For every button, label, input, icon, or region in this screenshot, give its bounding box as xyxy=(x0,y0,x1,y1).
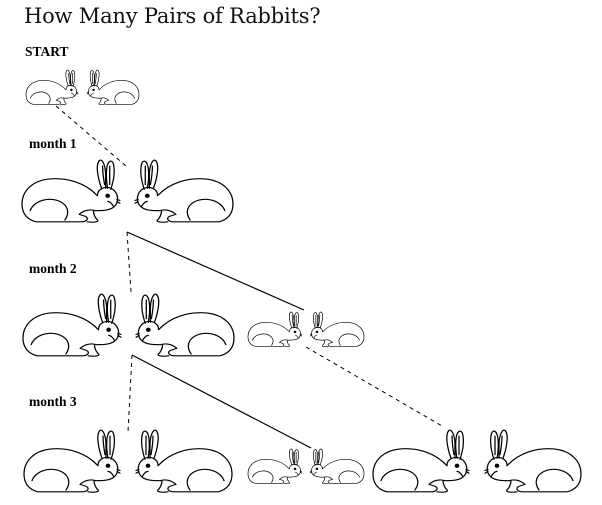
rabbit-icon xyxy=(247,448,303,485)
stage-label-month-3: month 3 xyxy=(29,394,77,409)
connector-month2-to-month3-grown xyxy=(305,346,443,427)
rabbit-icon xyxy=(247,311,303,348)
rabbit-icon xyxy=(23,429,121,493)
connector-month2-to-month3-same xyxy=(127,354,133,433)
rabbit-pair-start xyxy=(25,69,140,106)
rabbit-icon xyxy=(309,311,365,348)
rabbit-icon xyxy=(372,429,470,493)
rabbit-icon xyxy=(134,159,234,223)
rabbit-icon xyxy=(135,429,233,493)
rabbit-icon xyxy=(135,293,235,357)
stage-label-month-2: month 2 xyxy=(29,261,77,276)
connector-month1-to-month2-new xyxy=(126,231,305,311)
rabbit-icon xyxy=(25,69,79,106)
rabbit-icon xyxy=(309,448,365,485)
rabbit-icon xyxy=(86,69,140,106)
rabbit-pair-month2-young xyxy=(247,311,365,348)
stage-label-start: START xyxy=(25,44,69,59)
connector-month2-to-month3-new xyxy=(131,354,312,449)
connector-start-to-month1 xyxy=(55,105,127,167)
rabbit-icon xyxy=(22,293,122,357)
rabbit-pair-month3-adult-a xyxy=(23,429,233,493)
rabbit-pair-month2-adult xyxy=(22,293,235,357)
connector-month1-to-month2-same xyxy=(126,231,132,293)
rabbit-pair-month1 xyxy=(21,159,234,223)
rabbit-pair-month3-young xyxy=(247,448,365,485)
rabbit-icon xyxy=(21,159,121,223)
rabbit-pair-month3-adult-b xyxy=(372,429,582,493)
diagram-title: How Many Pairs of Rabbits? xyxy=(24,4,321,28)
stage-label-month-1: month 1 xyxy=(29,136,77,151)
rabbit-icon xyxy=(484,429,582,493)
